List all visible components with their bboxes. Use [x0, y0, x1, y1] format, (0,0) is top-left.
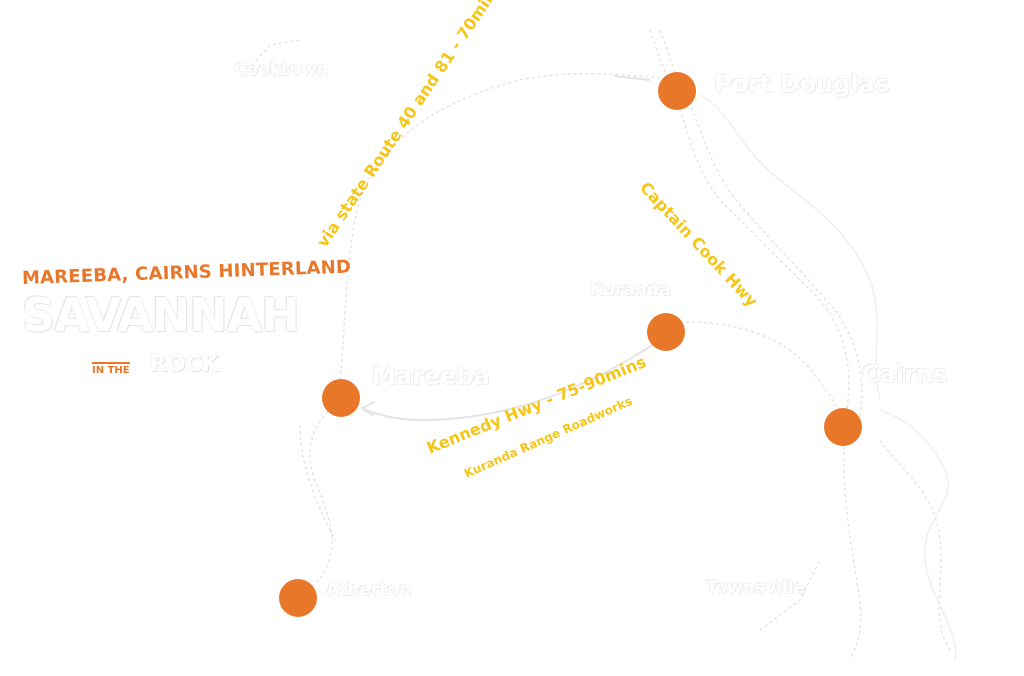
marker-kuranda[interactable] [647, 313, 685, 351]
label-cooktown: Cooktown [234, 60, 329, 80]
brand-small: IN THE [92, 362, 130, 376]
arrow-state [613, 75, 651, 81]
arrow-kennedy-head [359, 401, 376, 417]
road-mareeba-atherton-2 [299, 424, 336, 541]
brand-word: ROCK [150, 352, 219, 377]
label-port-douglas: Port Douglas [714, 70, 890, 98]
coastline-2 [699, 94, 881, 401]
label-mareeba: Mareeba [372, 362, 490, 390]
label-atherton: Atherton [326, 580, 412, 600]
label-townsville: Townsville [706, 578, 806, 598]
coastline [879, 409, 957, 661]
road-south-2 [759, 559, 821, 631]
marker-cairns[interactable] [824, 408, 862, 446]
marker-mareeba[interactable] [322, 379, 360, 417]
marker-port-douglas[interactable] [658, 72, 696, 110]
arrow-kennedy [361, 339, 661, 422]
road-mareeba-atherton [299, 397, 341, 599]
label-cairns: Cairns [862, 360, 948, 388]
brand-title: SAVANNAH [22, 288, 300, 342]
road-south-3 [879, 439, 951, 651]
road-state-route [339, 73, 661, 381]
markers [279, 72, 862, 617]
label-kuranda: Kuranda [590, 280, 671, 300]
road-kuranda-cairns [679, 321, 846, 426]
marker-atherton[interactable] [279, 579, 317, 617]
road-south [843, 427, 862, 661]
